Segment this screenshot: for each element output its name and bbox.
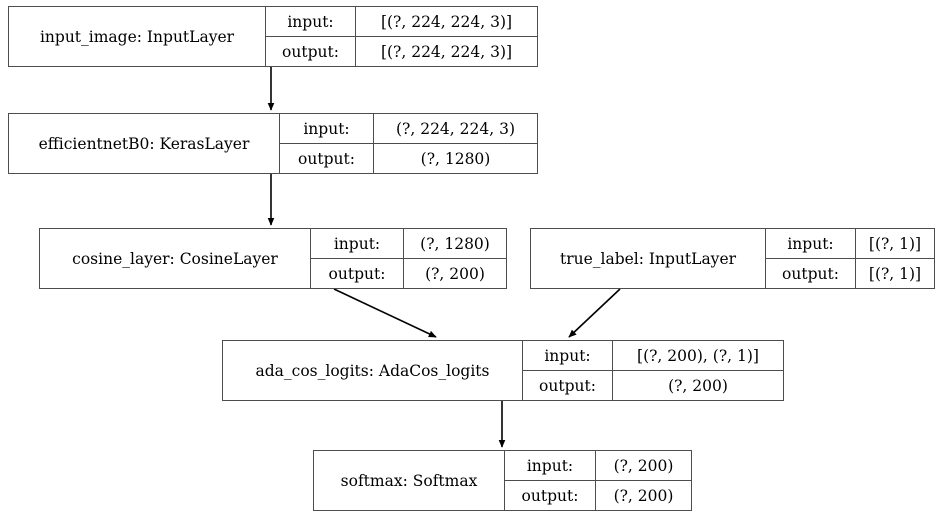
node-ada_cos_logits-label: ada_cos_logits: AdaCos_logits — [223, 341, 523, 400]
node-softmax-input-row: input: (?, 200) — [505, 451, 691, 481]
node-softmax-input-value: (?, 200) — [613, 456, 674, 475]
node-true_label-output-key: output: — [766, 259, 856, 288]
node-ada_cos_logits-input-value: [(?, 200), (?, 1)] — [637, 346, 759, 365]
node-efficientnetB0-label: efficientnetB0: KerasLayer — [9, 114, 280, 173]
node-true_label-output-row: output: [(?, 1)] — [766, 259, 934, 288]
node-efficientnetB0-input-key: input: — [280, 114, 374, 143]
node-true_label-input-row: input: [(?, 1)] — [766, 229, 934, 259]
node-true_label-label: true_label: InputLayer — [531, 229, 766, 288]
node-softmax-label: softmax: Softmax — [314, 451, 505, 510]
node-true_label-input-key: input: — [766, 229, 856, 258]
node-cosine_layer-input-row: input: (?, 1280) — [311, 229, 506, 259]
node-input_image-shapes: input: [(?, 224, 224, 3)] output: [(?, 2… — [266, 7, 537, 66]
node-efficientnetB0-output-value: (?, 1280) — [420, 149, 491, 168]
node-efficientnetB0-input-row: input: (?, 224, 224, 3) — [280, 114, 537, 144]
node-true_label-output-value: [(?, 1)] — [868, 264, 922, 283]
node-input_image[interactable]: input_image: InputLayer input: [(?, 224,… — [8, 6, 538, 67]
node-softmax-shapes: input: (?, 200) output: (?, 200) — [505, 451, 691, 510]
node-efficientnetB0-input-value: (?, 224, 224, 3) — [396, 119, 515, 138]
node-cosine_layer-shapes: input: (?, 1280) output: (?, 200) — [311, 229, 506, 288]
node-softmax-output-row: output: (?, 200) — [505, 481, 691, 510]
node-efficientnetB0-output-key: output: — [280, 144, 374, 173]
node-efficientnetB0-shapes: input: (?, 224, 224, 3) output: (?, 1280… — [280, 114, 537, 173]
node-input_image-output-key: output: — [266, 37, 356, 66]
node-softmax[interactable]: softmax: Softmax input: (?, 200) output:… — [313, 450, 692, 511]
node-cosine_layer-label: cosine_layer: CosineLayer — [40, 229, 311, 288]
node-cosine_layer[interactable]: cosine_layer: CosineLayer input: (?, 128… — [39, 228, 507, 289]
node-cosine_layer-output-row: output: (?, 200) — [311, 259, 506, 288]
node-true_label-shapes: input: [(?, 1)] output: [(?, 1)] — [766, 229, 934, 288]
node-ada_cos_logits-input-key: input: — [523, 341, 613, 370]
node-ada_cos_logits-input-row: input: [(?, 200), (?, 1)] — [523, 341, 783, 371]
node-softmax-input-key: input: — [505, 451, 596, 480]
edge-cosine_layer-to-ada_cos_logits — [333, 288, 437, 338]
node-cosine_layer-output-key: output: — [311, 259, 404, 288]
node-ada_cos_logits-output-value: (?, 200) — [668, 376, 728, 395]
node-softmax-output-key: output: — [505, 481, 596, 510]
node-ada_cos_logits-output-row: output: (?, 200) — [523, 371, 783, 400]
node-input_image-input-row: input: [(?, 224, 224, 3)] — [266, 7, 537, 37]
node-ada_cos_logits[interactable]: ada_cos_logits: AdaCos_logits input: [(?… — [222, 340, 784, 401]
node-efficientnetB0[interactable]: efficientnetB0: KerasLayer input: (?, 22… — [8, 113, 538, 174]
node-cosine_layer-input-value: (?, 1280) — [420, 234, 490, 253]
node-true_label-input-value: [(?, 1)] — [868, 234, 922, 253]
edge-true_label-to-ada_cos_logits — [568, 288, 621, 338]
node-true_label[interactable]: true_label: InputLayer input: [(?, 1)] o… — [530, 228, 935, 289]
node-efficientnetB0-output-row: output: (?, 1280) — [280, 144, 537, 173]
node-input_image-label: input_image: InputLayer — [9, 7, 266, 66]
node-input_image-input-key: input: — [266, 7, 356, 36]
node-ada_cos_logits-shapes: input: [(?, 200), (?, 1)] output: (?, 20… — [523, 341, 783, 400]
node-input_image-output-value: [(?, 224, 224, 3)] — [380, 42, 513, 61]
node-cosine_layer-output-value: (?, 200) — [425, 264, 485, 283]
node-ada_cos_logits-output-key: output: — [523, 371, 613, 400]
node-softmax-output-value: (?, 200) — [613, 486, 674, 505]
node-cosine_layer-input-key: input: — [311, 229, 404, 258]
node-input_image-output-row: output: [(?, 224, 224, 3)] — [266, 37, 537, 66]
node-input_image-input-value: [(?, 224, 224, 3)] — [380, 12, 513, 31]
